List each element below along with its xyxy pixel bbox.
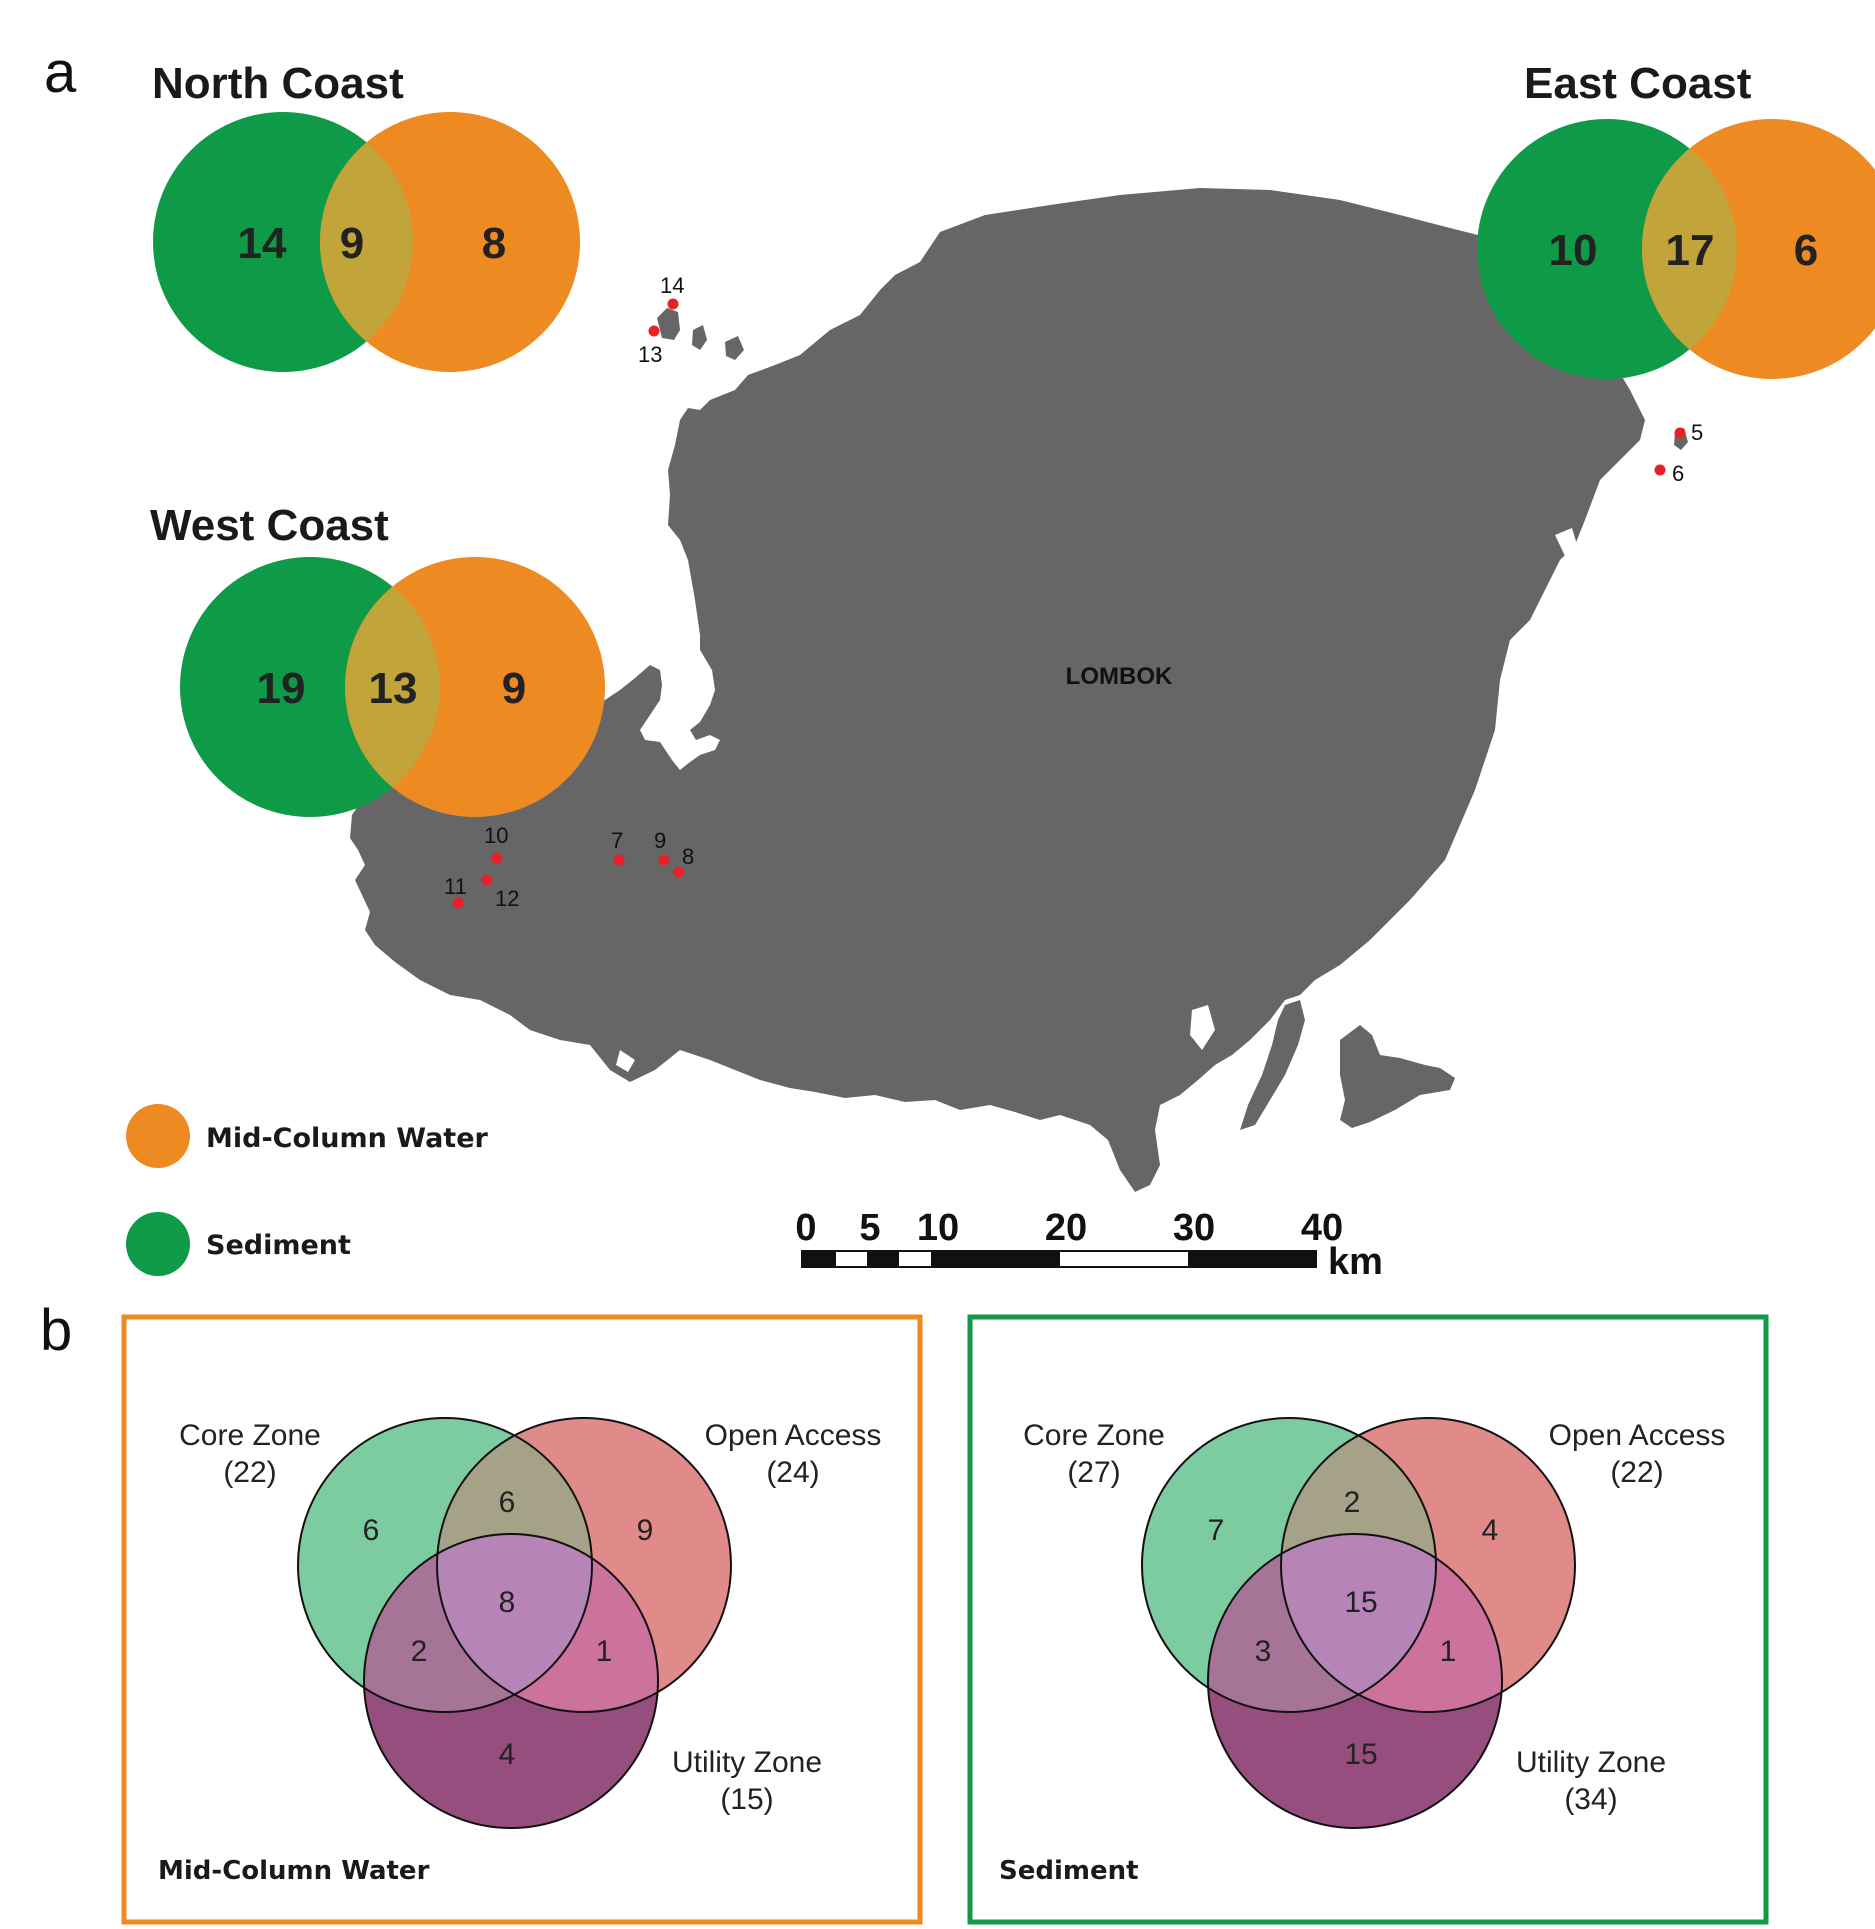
island-label-lombok: LOMBOK	[1066, 663, 1173, 690]
site-label-5: 5	[1691, 420, 1703, 445]
water-open-utility: 1	[596, 1635, 613, 1668]
box-title-mid-column-water: Mid-Column Water	[158, 1856, 430, 1886]
sediment-core-zone-name: Core Zone	[1023, 1419, 1165, 1452]
site-marker-8	[673, 866, 685, 878]
site-marker-7	[613, 854, 625, 866]
legend-swatch-sediment	[126, 1212, 190, 1276]
sediment-core-only: 7	[1208, 1514, 1225, 1547]
sediment-open-only: 4	[1482, 1514, 1499, 1547]
scale-tick-0: 0	[795, 1207, 816, 1249]
scale-unit: km	[1328, 1241, 1383, 1283]
core-open-overlap	[437, 1418, 1436, 1712]
water-core-zone-total: (22)	[223, 1456, 276, 1489]
panel-a-letter: a	[44, 40, 77, 105]
site-marker-13	[648, 325, 660, 337]
overlap-north	[320, 112, 413, 372]
site-marker-14	[667, 298, 679, 310]
site-label-14: 14	[660, 273, 684, 298]
legend-label-sediment: Sediment	[206, 1230, 351, 1261]
water-core-only: 6	[363, 1514, 380, 1547]
lombok-island-map: LOMBOK	[350, 188, 1688, 1192]
venn3-regions	[298, 1418, 1575, 1828]
venn3-sediment: Core Zone (27) Open Access (22) Utility …	[999, 1419, 1725, 1886]
west-water-only: 9	[502, 664, 526, 713]
venn3-mid-column-water: Core Zone (22) Open Access (24) Utility …	[158, 1419, 881, 1886]
site-marker-6	[1654, 464, 1666, 476]
east-shared: 17	[1666, 226, 1715, 275]
overlap-east	[1642, 119, 1737, 379]
site-label-9: 9	[654, 828, 666, 853]
box-title-sediment: Sediment	[999, 1856, 1139, 1886]
water-all-three: 8	[499, 1586, 516, 1619]
overlap-west	[345, 557, 440, 817]
water-core-zone-name: Core Zone	[179, 1419, 321, 1452]
scale-segment-0-2.5	[802, 1251, 836, 1267]
sediment-utility-only: 15	[1344, 1738, 1377, 1771]
scale-segment-10-20	[931, 1251, 1060, 1267]
east-water-only: 6	[1794, 226, 1818, 275]
north-sediment-only: 14	[238, 219, 287, 268]
scale-tick-30: 30	[1173, 1207, 1215, 1249]
triple-overlap	[437, 1534, 1436, 1712]
scale-segment-30-40	[1188, 1251, 1316, 1267]
box-sediment	[967, 1314, 1769, 1925]
sediment-open-access-name: Open Access	[1549, 1419, 1726, 1452]
site-label-12: 12	[495, 886, 519, 911]
water-core-open: 6	[499, 1486, 516, 1519]
sediment-core-zone-total: (27)	[1067, 1456, 1120, 1489]
legend-label-water: Mid-Column Water	[206, 1123, 489, 1154]
north-shared: 9	[340, 219, 364, 268]
water-utility-zone-total: (15)	[720, 1783, 773, 1816]
venn-west-coast: West Coast 19 13 9	[150, 501, 605, 817]
site-marker-12	[481, 874, 493, 886]
scale-segment-5-7.5	[867, 1251, 899, 1267]
site-marker-9	[658, 854, 670, 866]
site-marker-10	[491, 852, 503, 864]
site-label-6: 6	[1672, 461, 1684, 486]
sediment-open-access-total: (22)	[1610, 1456, 1663, 1489]
water-core-utility: 2	[411, 1635, 428, 1668]
scale-tick-40: 40	[1301, 1207, 1343, 1249]
scale-tick-5: 5	[859, 1207, 880, 1249]
water-open-only: 9	[637, 1514, 654, 1547]
sediment-utility-zone-total: (34)	[1564, 1783, 1617, 1816]
coast-title-north: North Coast	[152, 59, 404, 108]
water-utility-only: 4	[499, 1738, 516, 1771]
sediment-open-utility: 1	[1440, 1635, 1457, 1668]
west-sediment-only: 19	[257, 664, 306, 713]
site-label-13: 13	[638, 342, 662, 367]
site-label-10: 10	[484, 823, 508, 848]
water-open-access-total: (24)	[766, 1456, 819, 1489]
coast-title-west: West Coast	[150, 501, 389, 550]
water-open-access-name: Open Access	[705, 1419, 882, 1452]
scale-tick-10: 10	[917, 1207, 959, 1249]
venn-east-coast: East Coast 10 17 6	[1477, 59, 1875, 379]
site-marker-5	[1674, 427, 1686, 439]
site-marker-11	[452, 897, 464, 909]
sediment-utility-zone-name: Utility Zone	[1516, 1746, 1666, 1779]
sampling-sites: 14 13 5 6 7 9 8 10 12 11	[444, 273, 1703, 911]
legend-swatch-water	[126, 1104, 190, 1168]
sediment-core-utility: 3	[1255, 1635, 1272, 1668]
open-utility-overlap	[437, 1534, 1502, 1712]
sediment-all-three: 15	[1344, 1586, 1377, 1619]
venn-north-coast: North Coast 14 9 8	[152, 59, 580, 372]
scale-bar: 0 5 10 20 30 40 km	[795, 1207, 1382, 1283]
scale-tick-20: 20	[1045, 1207, 1087, 1249]
site-label-11: 11	[444, 874, 467, 899]
core-utility-overlap	[364, 1534, 1436, 1712]
legend: Mid-Column Water Sediment	[126, 1104, 489, 1276]
venn3-outlines	[297, 1417, 1576, 1829]
east-sediment-only: 10	[1549, 226, 1598, 275]
site-label-8: 8	[682, 844, 694, 869]
sediment-core-open: 2	[1344, 1486, 1361, 1519]
coast-title-east: East Coast	[1524, 59, 1752, 108]
panel-b-letter: b	[40, 1298, 72, 1363]
site-label-7: 7	[611, 828, 623, 853]
water-utility-zone-name: Utility Zone	[672, 1746, 822, 1779]
west-shared: 13	[369, 664, 418, 713]
north-water-only: 8	[482, 219, 506, 268]
box-mid-column-water	[121, 1314, 923, 1925]
